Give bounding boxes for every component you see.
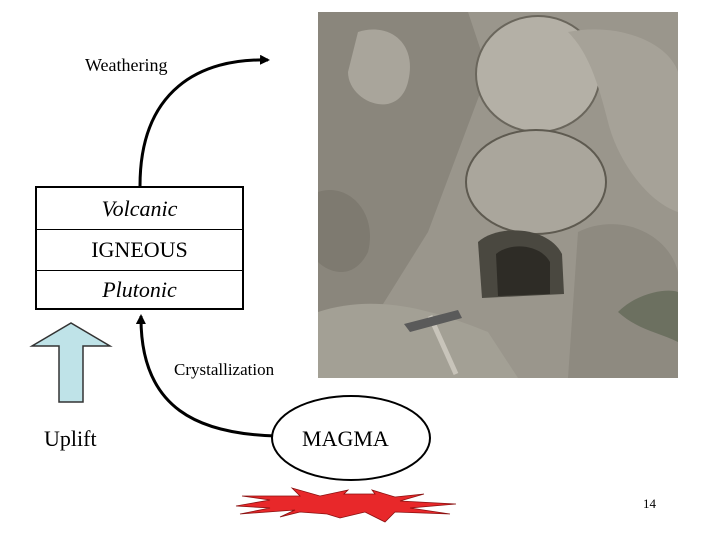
uplift-label: Uplift <box>44 426 97 452</box>
uplift-arrow <box>32 323 110 402</box>
igneous-label: IGNEOUS <box>37 230 242 271</box>
crystallization-label: Crystallization <box>174 360 274 380</box>
granite-outcrop-photo <box>318 12 678 378</box>
slide-number: 14 <box>643 496 656 512</box>
weathering-label: Weathering <box>85 55 168 76</box>
magma-label: MAGMA <box>302 426 389 452</box>
volcanic-label: Volcanic <box>37 188 242 230</box>
heat-burst-shape <box>236 488 456 522</box>
igneous-rock-box: Volcanic IGNEOUS Plutonic <box>35 186 244 310</box>
weathering-arrow <box>140 60 268 186</box>
plutonic-label: Plutonic <box>37 271 242 308</box>
